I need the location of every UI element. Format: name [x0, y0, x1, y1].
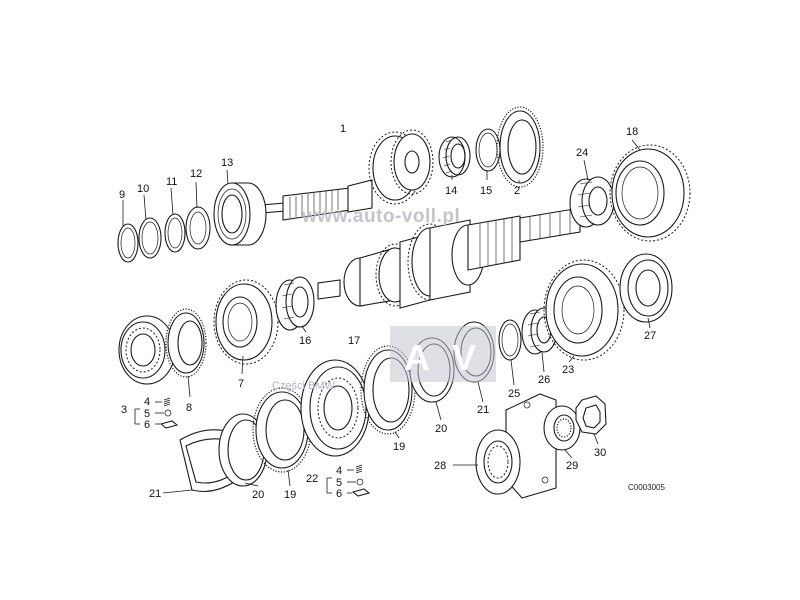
- callout-18: 18: [626, 126, 638, 138]
- callout-3: 3: [121, 404, 127, 416]
- ball-5a: [164, 409, 172, 417]
- callout-14: 14: [445, 185, 457, 197]
- circlip-15: [475, 128, 501, 172]
- callout-29: 29: [566, 460, 578, 472]
- lock-plate-30: [575, 395, 607, 435]
- callout-13: 13: [221, 157, 233, 169]
- synchro-hub-22: [300, 359, 370, 457]
- output-flange-28: [475, 393, 557, 499]
- callout-12: 12: [190, 168, 202, 180]
- watermark-caption: Części BMW: [272, 380, 336, 392]
- pressure-piece-6a: [159, 420, 179, 429]
- needle-bearing-16: [275, 276, 315, 331]
- gear-18: [609, 144, 691, 242]
- needle-bearing-24: [569, 176, 615, 228]
- callout-5b: 5: [336, 477, 342, 489]
- spring-4a: [163, 397, 171, 407]
- spring-4b: [355, 464, 363, 474]
- pressure-piece-6b: [351, 488, 371, 497]
- callout-8: 8: [186, 402, 192, 414]
- watermark-logo-box: [390, 326, 496, 382]
- callout-6a: 6: [144, 419, 150, 431]
- synchro-ring-19-lower: [252, 387, 312, 473]
- callout-7: 7: [238, 378, 244, 390]
- callout-labels: 1 2 3 4 5 6 7 8 9 10 11 12 13 14 15 16 1…: [119, 123, 656, 501]
- callout-15: 15: [480, 185, 492, 197]
- synchro-ring-2: [496, 106, 544, 188]
- synchro-hub-3: [118, 315, 176, 385]
- input-shaft: [261, 129, 434, 221]
- circlip-9: [117, 223, 139, 263]
- callout-25: 25: [508, 388, 520, 400]
- callout-2: 2: [514, 185, 520, 197]
- callout-11: 11: [166, 176, 177, 188]
- callout-5a: 5: [144, 408, 150, 420]
- callout-24: 24: [576, 147, 588, 159]
- needle-bearing-14: [438, 136, 471, 178]
- callout-20-mid: 20: [435, 423, 447, 435]
- callout-22: 22: [306, 473, 318, 485]
- watermark-logo-a: A: [404, 337, 430, 378]
- callout-10: 10: [137, 183, 149, 195]
- circlip-25: [498, 319, 522, 361]
- callout-4a: 4: [144, 396, 150, 408]
- ball-bearing-27: [619, 253, 673, 323]
- ball-5b: [356, 478, 364, 486]
- callout-16: 16: [299, 335, 311, 347]
- callout-4b: 4: [336, 465, 342, 477]
- callout-27: 27: [644, 330, 656, 342]
- shim-12: [185, 206, 211, 250]
- needle-bearing-26: [521, 307, 558, 355]
- watermark-logo-v: V: [452, 337, 476, 378]
- callout-19-lower: 19: [284, 489, 296, 501]
- callout-23: 23: [562, 364, 574, 376]
- callout-20-lower: 20: [252, 489, 264, 501]
- watermark-url: www.auto-voll.pl: [301, 206, 460, 227]
- callout-1: 1: [340, 123, 346, 135]
- collar-nut-29: [543, 405, 581, 451]
- ball-bearing-13: [213, 182, 267, 246]
- shim-10: [138, 217, 162, 259]
- synchro-ring-8: [165, 308, 207, 378]
- callout-9: 9: [119, 189, 125, 201]
- callout-19-mid: 19: [393, 441, 405, 453]
- main-shaft: [317, 207, 581, 309]
- callout-26: 26: [538, 374, 550, 386]
- diagram-code: C0003005: [628, 483, 665, 492]
- callout-21-mid: 21: [477, 404, 489, 416]
- circlip-11: [164, 213, 186, 253]
- callout-6b: 6: [336, 488, 342, 500]
- callout-17: 17: [348, 335, 360, 347]
- watermark: A V www.auto-voll.pl Części BMW: [272, 206, 496, 392]
- gear-23: [543, 259, 625, 361]
- callout-30: 30: [594, 447, 606, 459]
- callout-21-lower: 21: [149, 488, 161, 500]
- leader-lines: [122, 139, 651, 494]
- gear-7: [213, 279, 279, 365]
- callout-28: 28: [434, 460, 446, 472]
